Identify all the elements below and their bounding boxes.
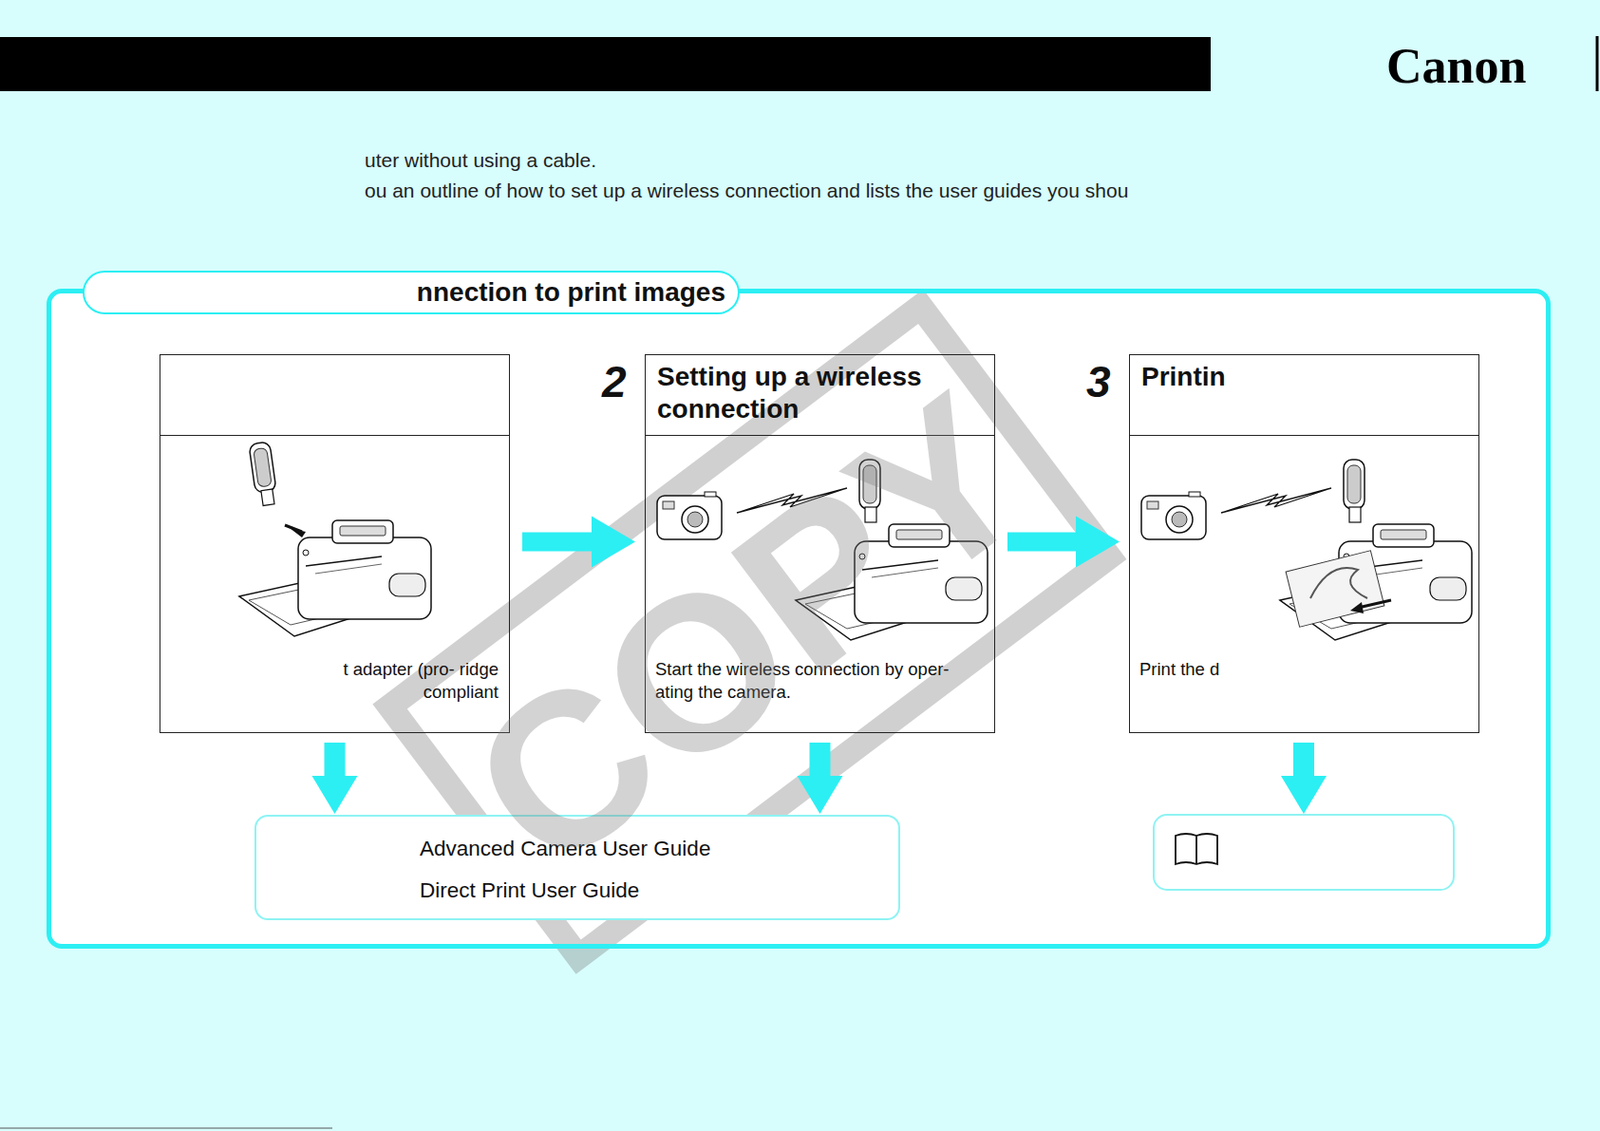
step-heading: Printin [1141,360,1469,394]
step-box: 3PrintinPrint the d [1129,354,1480,734]
flow-arrow [797,742,844,814]
panel-heading: nnection to print images [82,270,740,315]
header-divider [160,434,509,436]
step-text: t adapter (pro- ridge compliant [340,658,499,704]
flow-arrow [522,516,636,568]
step-box: t adapter (pro- ridge compliant [159,354,510,734]
intro-text: ou an outline of how to set up a wireles… [364,179,1129,203]
intro-text: uter without using a cable. [364,149,597,172]
step-text: Print the d [1139,658,1468,681]
step-number: 3 [1086,355,1111,409]
brand-logo: Canon [1386,37,1526,95]
flow-arrow [312,742,358,814]
guide-title: Direct Print User Guide [419,877,640,904]
header-divider [1129,434,1479,436]
step-number: 2 [602,355,627,409]
